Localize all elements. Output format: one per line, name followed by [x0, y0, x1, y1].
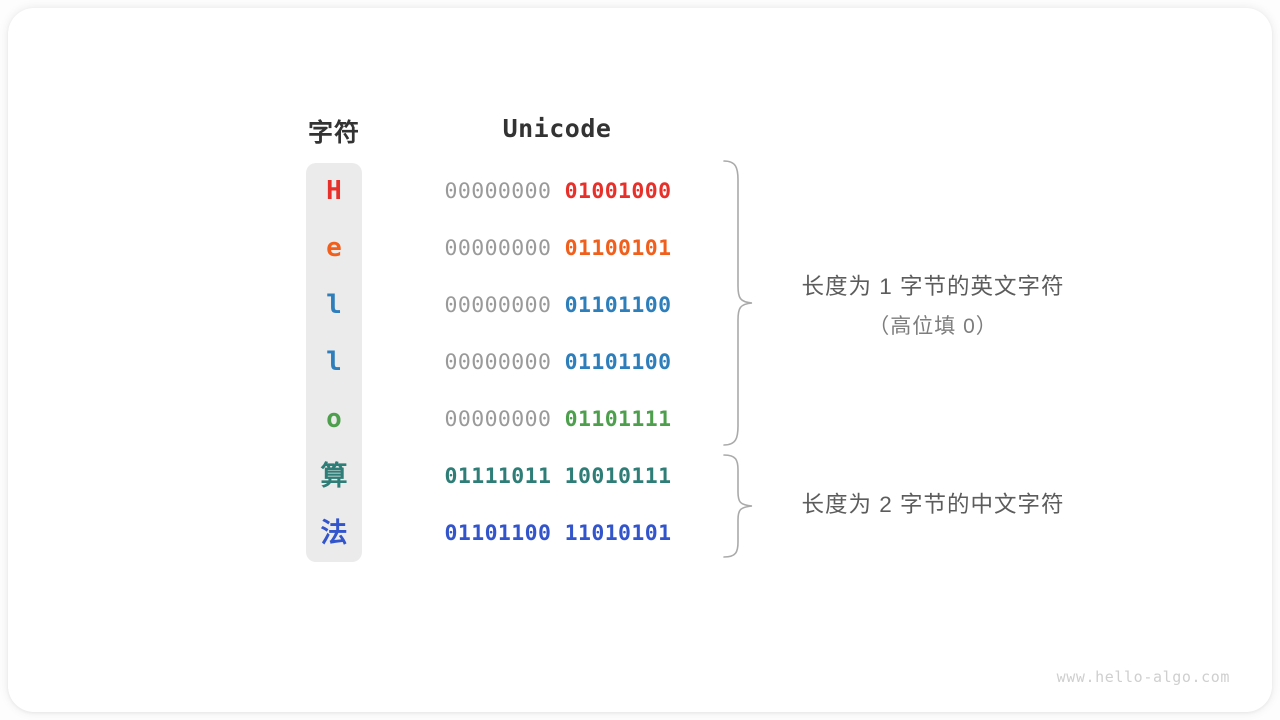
annotation-single-byte-line2: （高位填 0） [868, 315, 998, 338]
watermark: www.hello-algo.com [1056, 668, 1230, 686]
character-cell: l [326, 347, 342, 377]
unicode-binary-cell: 01111011 10010111 [420, 448, 696, 505]
unicode-binary-cell: 00000000 01101100 [420, 334, 696, 391]
low-byte: 10010111 [564, 464, 672, 489]
high-byte: 00000000 [444, 293, 552, 318]
annotation-double-byte-line1: 长度为 2 字节的中文字符 [801, 492, 1065, 517]
brace-double-byte [723, 454, 753, 558]
character-cell: o [326, 404, 342, 434]
low-byte: 01001000 [564, 179, 672, 204]
character-cell: l [326, 290, 342, 320]
annotation-single-byte-line1: 长度为 1 字节的英文字符 [801, 274, 1065, 299]
character-cell: e [326, 233, 342, 263]
character-cell: H [326, 176, 342, 206]
high-byte: 00000000 [444, 350, 552, 375]
unicode-binary-cell: 00000000 01100101 [420, 220, 696, 277]
character-cell: 法 [320, 518, 348, 548]
high-byte: 00000000 [444, 407, 552, 432]
annotation-double-byte: 长度为 2 字节的中文字符 [763, 487, 1103, 519]
high-byte: 00000000 [444, 179, 552, 204]
high-byte: 01111011 [444, 464, 552, 489]
character-column [306, 163, 362, 562]
low-byte: 01101100 [564, 350, 672, 375]
low-byte: 01101111 [564, 407, 672, 432]
character-cell: 算 [320, 461, 348, 491]
low-byte: 11010101 [564, 521, 672, 546]
high-byte: 00000000 [444, 236, 552, 261]
column-header-character: 字符 [307, 119, 360, 147]
high-byte: 01101100 [444, 521, 552, 546]
annotation-single-byte: 长度为 1 字节的英文字符 （高位填 0） [763, 269, 1103, 340]
unicode-binary-cell: 00000000 01101100 [420, 277, 696, 334]
low-byte: 01101100 [564, 293, 672, 318]
brace-single-byte [723, 160, 753, 446]
figure-card [8, 8, 1272, 712]
unicode-binary-cell: 00000000 01001000 [420, 163, 696, 220]
unicode-binary-cell: 01101100 11010101 [420, 505, 696, 562]
low-byte: 01100101 [564, 236, 672, 261]
column-header-unicode: Unicode [502, 114, 612, 143]
unicode-binary-cell: 00000000 01101111 [420, 391, 696, 448]
